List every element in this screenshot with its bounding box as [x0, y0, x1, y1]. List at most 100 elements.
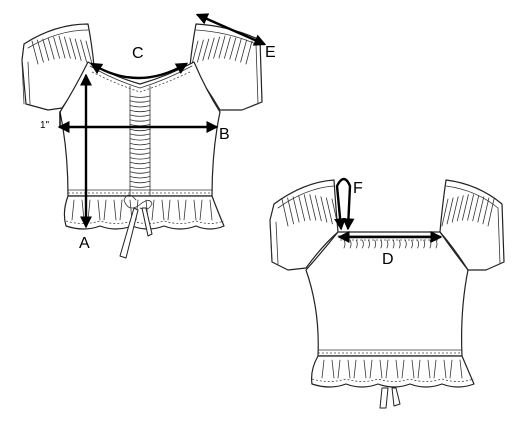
gather-stroke: [314, 195, 322, 222]
back-view: D F: [269, 177, 505, 409]
back-right-sleeve-gathers: [441, 194, 495, 227]
gather-stroke: [97, 199, 101, 221]
gather-stroke: [321, 359, 325, 379]
gather-stroke: [85, 40, 93, 65]
gather-stroke: [417, 359, 421, 379]
gather-stroke: [69, 37, 77, 60]
gather-stroke: [401, 359, 405, 379]
measure-arrow-e: [195, 13, 267, 46]
gather-stroke: [467, 194, 474, 221]
gather-stroke: [287, 197, 294, 225]
gather-stroke: [462, 194, 469, 221]
gather-stroke: [167, 199, 171, 221]
back-peplum: [311, 355, 475, 388]
front-peplum-folds: [71, 199, 213, 221]
gather-stroke: [281, 198, 289, 227]
gather-stroke: [363, 359, 367, 379]
gather-stroke: [456, 195, 464, 222]
gather-stroke: [441, 198, 449, 227]
gather-stroke: [64, 36, 71, 59]
gather-stroke: [129, 100, 151, 103]
gather-stroke: [80, 39, 87, 63]
gather-stroke: [129, 176, 151, 179]
gather-stroke: [129, 143, 151, 146]
gather-stroke: [129, 166, 151, 169]
gather-stroke: [129, 109, 151, 113]
gather-stroke: [151, 199, 155, 221]
gather-stroke: [459, 359, 463, 379]
gather-stroke: [129, 157, 151, 160]
label-inch-mark: 1": [40, 120, 50, 131]
gather-stroke: [193, 199, 197, 221]
gather-stroke: [37, 39, 44, 63]
gather-stroke: [451, 196, 459, 223]
gather-stroke: [177, 199, 181, 221]
gather-stroke: [129, 114, 151, 117]
gather-stroke: [449, 359, 453, 379]
label-f: F: [353, 180, 363, 197]
gather-stroke: [487, 198, 495, 227]
measure-arrow-f: [334, 177, 355, 231]
gather-stroke: [331, 359, 335, 379]
gather-stroke: [379, 359, 383, 379]
back-peplum-folds: [321, 359, 463, 379]
gather-stroke: [446, 197, 454, 225]
gather-stroke: [298, 195, 306, 222]
gather-stroke: [129, 133, 151, 136]
front-view: A B C E 1": [21, 13, 276, 259]
label-a: A: [79, 235, 90, 252]
gather-stroke: [320, 196, 328, 223]
gather-stroke: [129, 138, 151, 141]
gather-stroke: [303, 194, 311, 221]
front-bodice: [59, 61, 221, 197]
gather-stroke: [161, 199, 165, 221]
gather-stroke: [443, 359, 447, 379]
gather-stroke: [353, 359, 357, 379]
gather-stroke: [71, 199, 75, 221]
gather-stroke: [129, 95, 151, 98]
back-left-sleeve-gathers: [281, 194, 339, 227]
gather-stroke: [292, 196, 300, 223]
gather-stroke: [309, 194, 317, 221]
gather-stroke: [395, 359, 399, 379]
gather-stroke: [209, 199, 213, 221]
gather-stroke: [129, 185, 151, 188]
gather-stroke: [427, 359, 431, 379]
gather-stroke: [129, 105, 151, 108]
gather-stroke: [129, 180, 151, 184]
gather-stroke: [369, 359, 373, 379]
gather-stroke: [119, 199, 123, 221]
gather-stroke: [411, 359, 415, 379]
front-left-sleeve-gathers: [31, 35, 93, 65]
gather-stroke: [129, 171, 151, 174]
front-tie-string: [123, 194, 153, 210]
gather-stroke: [113, 199, 117, 221]
gather-stroke: [472, 195, 480, 222]
measure-arrow-c: [89, 62, 189, 80]
gather-stroke: [326, 197, 333, 225]
front-center-gathers: [129, 95, 151, 188]
gather-stroke: [337, 359, 341, 379]
label-c: C: [132, 45, 144, 62]
gather-stroke: [74, 38, 82, 61]
label-e: E: [265, 44, 276, 61]
gather-stroke: [53, 36, 60, 59]
label-d: D: [382, 251, 394, 268]
label-b: B: [219, 126, 230, 143]
gather-stroke: [129, 161, 151, 165]
gather-stroke: [199, 199, 203, 221]
gather-stroke: [347, 359, 351, 379]
gather-stroke: [129, 147, 151, 150]
gather-stroke: [433, 359, 437, 379]
gather-stroke: [385, 359, 389, 379]
gather-stroke: [103, 199, 107, 221]
gather-stroke: [31, 40, 39, 65]
gather-stroke: [42, 38, 50, 61]
gather-stroke: [58, 35, 66, 59]
gather-stroke: [477, 196, 485, 223]
gather-stroke: [482, 197, 490, 225]
gather-stroke: [129, 152, 151, 155]
gather-stroke: [47, 37, 55, 60]
gather-stroke: [183, 199, 187, 221]
